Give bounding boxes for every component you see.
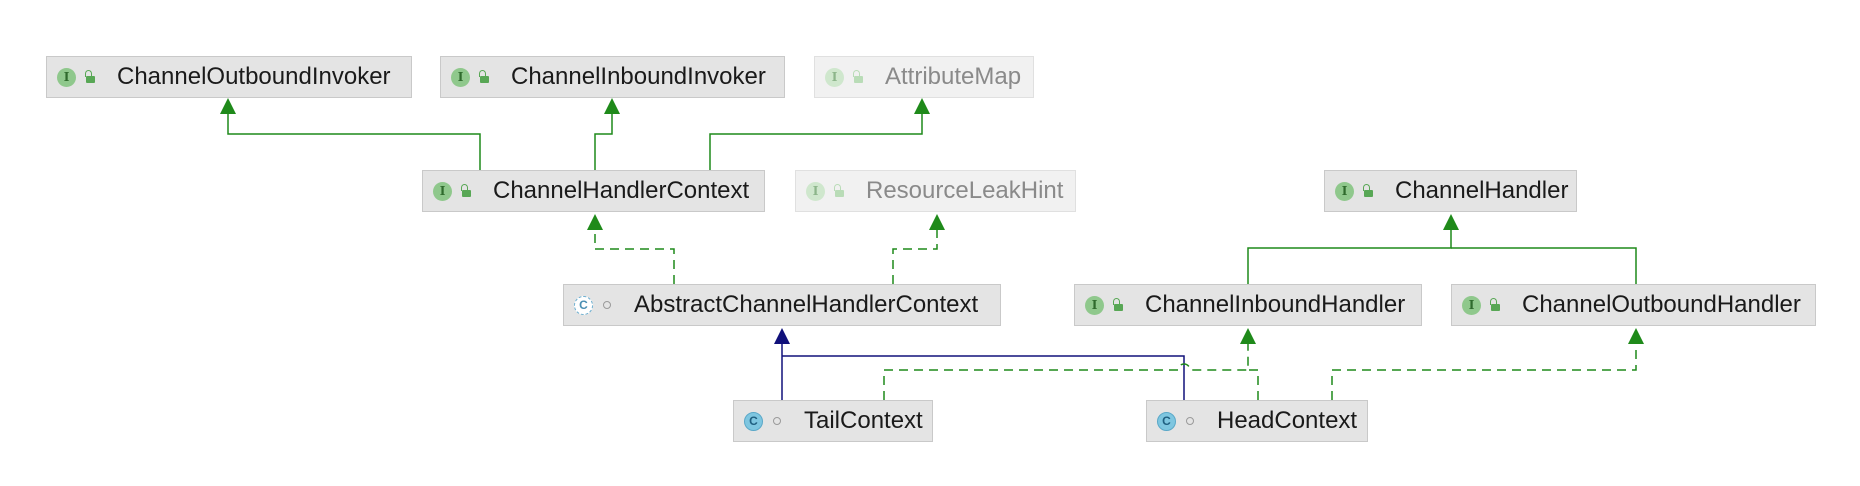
edge-tail-to-inbound-handler: [883, 342, 1249, 400]
node-label: ResourceLeakHint: [866, 177, 1064, 204]
edge-chc-to-inbound-invoker: [594, 110, 613, 170]
edge-head-to-achc: [782, 355, 1185, 400]
unlock-icon: [1488, 298, 1502, 312]
node-label: ChannelOutboundInvoker: [117, 63, 391, 90]
node-label: ChannelHandler: [1395, 177, 1569, 204]
node-label: ChannelInboundHandler: [1145, 291, 1406, 318]
node-tail-context[interactable]: C TailContext: [733, 400, 933, 442]
node-resource-leak-hint[interactable]: I ResourceLeakHint: [795, 170, 1076, 212]
arrowhead: [929, 214, 945, 230]
edge-chc-to-outbound-invoker: [227, 110, 481, 170]
package-icon: [1183, 414, 1197, 428]
interface-icon: I: [806, 181, 825, 201]
node-attribute-map[interactable]: I AttributeMap: [814, 56, 1034, 98]
interface-icon: I: [57, 67, 76, 87]
arrowhead: [774, 328, 790, 344]
arrowhead: [604, 98, 620, 114]
edge-outbound-handler-to-channel-handler: [1451, 247, 1637, 284]
node-abstract-channel-handler-context[interactable]: C AbstractChannelHandlerContext: [563, 284, 1001, 326]
node-label: ChannelInboundInvoker: [511, 63, 766, 90]
node-label: AbstractChannelHandlerContext: [634, 291, 979, 318]
arrowhead: [914, 98, 930, 114]
edge-head-to-inbound-handler: [1248, 369, 1259, 400]
class-icon: C: [744, 411, 763, 431]
node-label: AttributeMap: [885, 63, 1022, 90]
unlock-icon: [1111, 298, 1125, 312]
unlock-icon: [851, 70, 865, 84]
interface-icon: I: [433, 181, 452, 201]
edge-achc-to-chc: [594, 226, 675, 284]
class-icon: C: [1157, 411, 1176, 431]
node-channel-inbound-invoker[interactable]: I ChannelInboundInvoker: [440, 56, 785, 98]
interface-icon: I: [1085, 295, 1104, 315]
node-label: ChannelOutboundHandler: [1522, 291, 1801, 318]
node-label: TailContext: [804, 407, 923, 434]
interface-icon: I: [451, 67, 470, 87]
interface-icon: I: [825, 67, 844, 87]
edge-achc-to-resource-leak-hint: [892, 226, 938, 284]
arrowhead: [1443, 214, 1459, 230]
node-label: HeadContext: [1217, 407, 1358, 434]
arrowhead: [587, 214, 603, 230]
node-channel-handler-context[interactable]: I ChannelHandlerContext: [422, 170, 765, 212]
package-icon: [600, 298, 614, 312]
arrowhead: [1628, 328, 1644, 344]
arrowhead: [1240, 328, 1256, 344]
unlock-icon: [477, 70, 491, 84]
package-icon: [770, 414, 784, 428]
unlock-icon: [1361, 184, 1375, 198]
edge-inbound-handler-to-channel-handler: [1247, 226, 1452, 284]
unlock-icon: [832, 184, 846, 198]
node-head-context[interactable]: C HeadContext: [1146, 400, 1368, 442]
arrowhead: [220, 98, 236, 114]
node-label: ChannelHandlerContext: [493, 177, 750, 204]
edge-head-to-outbound-handler: [1331, 342, 1637, 400]
edge-chc-to-attribute-map: [709, 110, 923, 170]
interface-icon: I: [1462, 295, 1481, 315]
unlock-icon: [459, 184, 473, 198]
node-channel-handler[interactable]: I ChannelHandler: [1324, 170, 1577, 212]
node-channel-inbound-handler[interactable]: I ChannelInboundHandler: [1074, 284, 1422, 326]
abstract-class-icon: C: [574, 295, 593, 315]
node-channel-outbound-invoker[interactable]: I ChannelOutboundInvoker: [46, 56, 412, 98]
interface-icon: I: [1335, 181, 1354, 201]
unlock-icon: [83, 70, 97, 84]
node-channel-outbound-handler[interactable]: I ChannelOutboundHandler: [1451, 284, 1816, 326]
